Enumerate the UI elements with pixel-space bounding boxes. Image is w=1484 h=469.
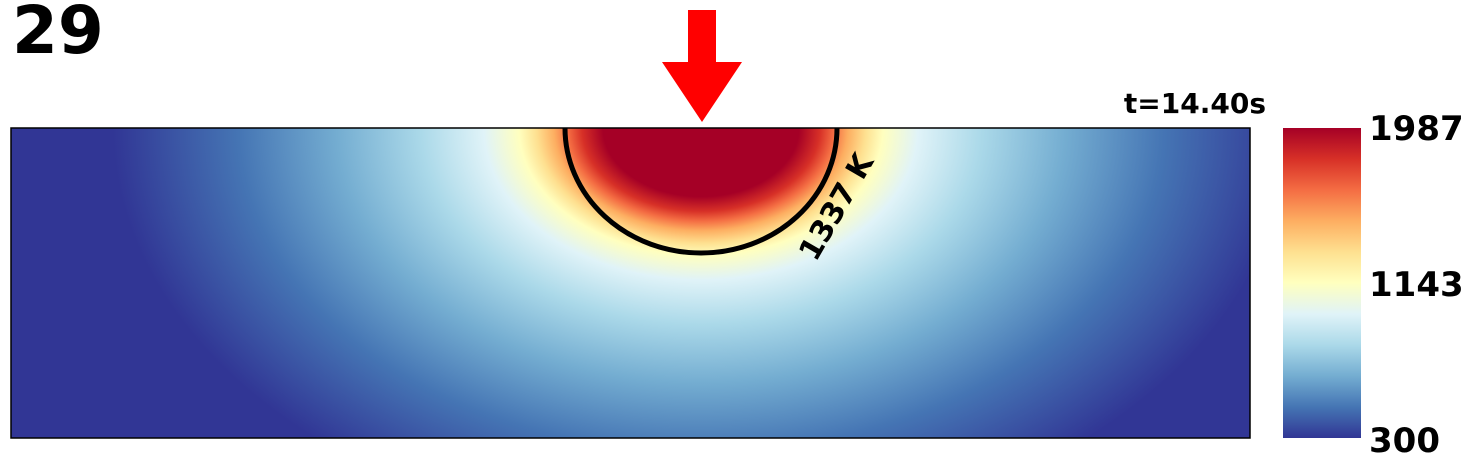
heatmap-plot-area xyxy=(11,128,1250,438)
frame-number: 29 xyxy=(12,0,104,69)
time-label: t=14.40s xyxy=(1123,87,1266,120)
colorbar-tick-max: 1987 xyxy=(1369,109,1464,149)
plot-border xyxy=(10,127,1251,439)
colorbar xyxy=(1283,128,1361,438)
colorbar-tick-min: 300 xyxy=(1369,421,1440,461)
melt-contour-line xyxy=(562,128,840,256)
colorbar-tick-mid: 1143 xyxy=(1369,265,1464,305)
heatmap-field xyxy=(11,128,1250,438)
heat-source-arrow-icon xyxy=(662,10,742,122)
